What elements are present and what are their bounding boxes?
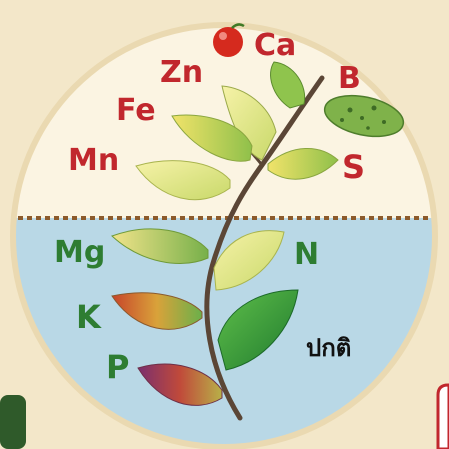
label-zn: Zn — [160, 55, 203, 90]
ca-fruit-icon — [213, 27, 243, 57]
corner-card-edge — [438, 385, 449, 449]
label-s: S — [342, 148, 365, 186]
label-p: P — [106, 348, 129, 386]
label-k: K — [76, 298, 102, 336]
label-normal: ปกติ — [306, 334, 351, 362]
corner-photo-thumbnail — [0, 395, 26, 449]
label-ca: Ca — [254, 28, 296, 63]
label-mn: Mn — [68, 143, 119, 178]
label-mg: Mg — [54, 235, 105, 270]
label-b: B — [338, 61, 361, 96]
label-n: N — [294, 237, 319, 272]
label-fe: Fe — [116, 93, 156, 128]
ca-fruit-highlight — [219, 32, 227, 40]
